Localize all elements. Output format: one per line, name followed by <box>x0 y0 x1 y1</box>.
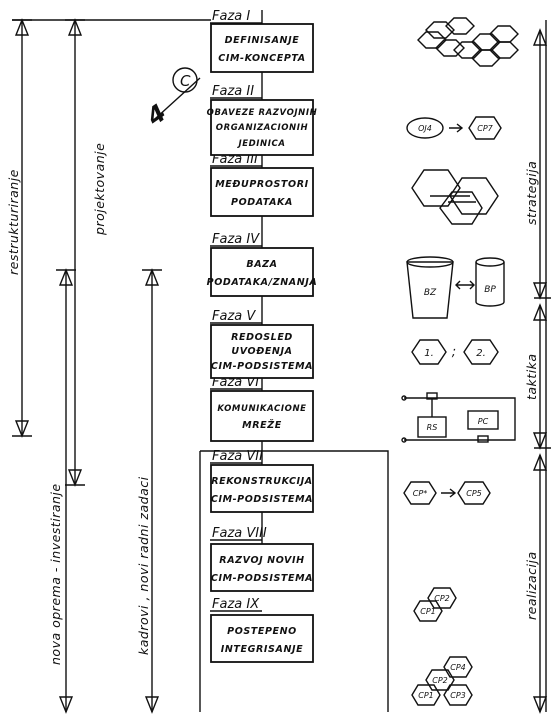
phase-3-line-2: PODATAKA <box>231 197 293 208</box>
phase-2-heading: Faza II <box>212 84 254 99</box>
integration-cluster-icon: CP1 CP2 CP3 CP4 <box>411 656 473 706</box>
phase-8-line-1: RAZVOJ NOVIH <box>219 555 304 566</box>
svg-text:CP7: CP7 <box>477 124 493 133</box>
right-arrows <box>532 20 551 714</box>
phase-5-line-1: REDOSLED <box>231 332 293 343</box>
phase-6-box <box>210 390 314 442</box>
label-realization: realizacija <box>524 551 539 620</box>
cp-to-cp5-icon: CP* CP5 <box>403 481 491 505</box>
svg-text:CP2: CP2 <box>434 594 450 603</box>
phase-2-line-1: OBAVEZE RAZVOJNIH <box>207 108 318 118</box>
svg-text:BZ: BZ <box>424 288 437 298</box>
phase-5-line-3: CIM-PODSISTEMA <box>211 361 313 372</box>
sequence-icon: 1. ; 2. <box>411 339 499 365</box>
realization-bracket <box>199 450 389 712</box>
phase-1-line-2: CIM-KONCEPTA <box>218 53 305 64</box>
database-icon: BZ BP <box>406 256 505 319</box>
phase-1-heading: Faza I <box>212 9 250 24</box>
svg-text:CP*: CP* <box>413 489 427 498</box>
label-staff-tasks: kadrovi , novi radni zadaci <box>136 476 151 655</box>
phase-3-box <box>210 167 314 217</box>
phase-4-line-2: PODATAKA/ZNANJA <box>207 277 318 288</box>
label-strategy: strategija <box>524 161 539 225</box>
phase-7-line-1: REKONSTRUKCIJA <box>211 476 312 487</box>
network-icon: RS PC <box>401 392 516 443</box>
phase-7-box <box>210 464 314 513</box>
cp1-cp2-icon: CP1 CP2 <box>413 587 457 622</box>
phase-2-line-2: ORGANIZACIONIH <box>216 123 309 133</box>
svg-text:BP: BP <box>484 285 496 295</box>
heading-underlines <box>210 22 262 612</box>
phase-2-line-3: JEDINICA <box>236 139 285 149</box>
phase-9-line-1: POSTEPENO <box>227 626 297 637</box>
honeycomb-icon <box>417 17 519 67</box>
svg-text:CP3: CP3 <box>450 691 466 700</box>
phase-9-heading: Faza IX <box>212 597 260 612</box>
phase-8-heading: Faza VIII <box>212 526 267 541</box>
svg-text:RS: RS <box>427 423 438 432</box>
svg-text:2.: 2. <box>476 348 486 359</box>
phase-2-box <box>210 99 314 156</box>
phase-1-line-1: DEFINISANJE <box>225 35 300 46</box>
left-arrows <box>12 18 211 714</box>
phase-6-line-2: MREŽE <box>242 420 282 431</box>
phase-4-line-1: BAZA <box>246 259 277 270</box>
phase-4-box <box>210 247 314 297</box>
phase-6-line-1: KOMUNIKACIONE <box>217 404 306 414</box>
phase-1-box <box>210 23 314 73</box>
label-new-equipment: nova oprema - investiranje <box>48 483 63 665</box>
oj4-to-cp7-icon: OJ4 CP7 <box>406 116 502 140</box>
phase-3-line-1: MEĐUPROSTORI <box>215 179 309 190</box>
svg-text:CP5: CP5 <box>466 489 482 498</box>
phase-5-line-2: UVOĐENJA <box>231 346 292 357</box>
svg-text:PC: PC <box>478 417 489 426</box>
phase-9-line-2: INTEGRISANJE <box>221 644 303 655</box>
phase-7-heading: Faza VII <box>212 449 263 464</box>
svg-text:;: ; <box>452 345 456 360</box>
svg-text:CP1: CP1 <box>420 607 436 616</box>
phase-5-box <box>210 324 314 379</box>
label-restructuring: restrukturiranje <box>6 169 21 275</box>
data-interspaces-icon <box>411 169 499 225</box>
handwritten-note: 4 C <box>141 67 201 132</box>
label-tactics: taktika <box>524 353 539 400</box>
phase-8-box <box>210 543 314 592</box>
label-design: projektovanje <box>92 143 107 236</box>
svg-text:CP2: CP2 <box>432 676 448 685</box>
phase-7-line-2: CIM-PODSISTEMA <box>211 494 313 505</box>
svg-text:OJ4: OJ4 <box>418 124 432 133</box>
phase-4-heading: Faza IV <box>212 232 260 247</box>
svg-text:CP1: CP1 <box>418 691 434 700</box>
svg-text:CP4: CP4 <box>450 663 466 672</box>
phase-9-box <box>210 614 314 663</box>
svg-text:1.: 1. <box>424 348 434 359</box>
phase-8-line-2: CIM-PODSISTEMA <box>211 573 313 584</box>
svg-text:4: 4 <box>141 99 172 132</box>
svg-text:C: C <box>180 72 191 90</box>
phase-5-heading: Faza V <box>212 309 256 324</box>
